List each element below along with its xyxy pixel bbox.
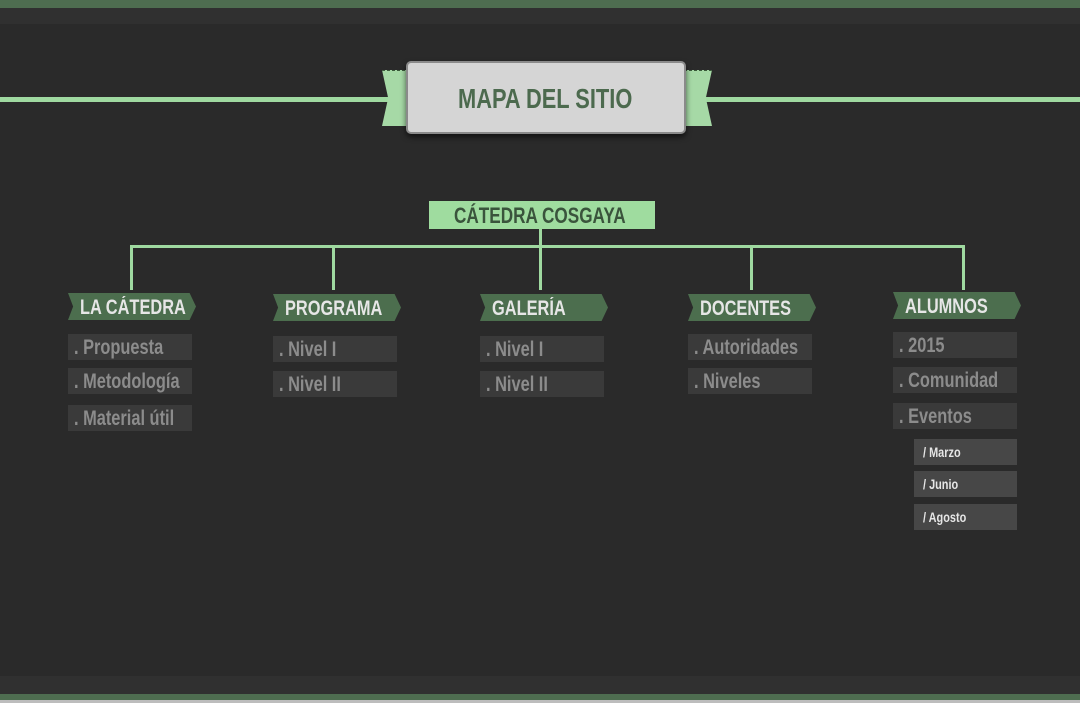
link-metodologia[interactable]: . Metodología — [68, 368, 192, 394]
connector — [130, 245, 965, 248]
link-label: . Comunidad — [899, 369, 999, 392]
link-junio[interactable]: / Junio — [914, 471, 1017, 497]
section-programa[interactable]: PROGRAMA — [273, 294, 401, 321]
link-label: . Autoridades — [694, 336, 799, 359]
link-material-util[interactable]: . Material útil — [68, 405, 192, 431]
connector — [750, 245, 753, 290]
section-la-catedra[interactable]: LA CÁTEDRA — [68, 293, 196, 320]
link-label: . Material útil — [74, 407, 175, 430]
section-label: PROGRAMA — [285, 297, 383, 320]
link-label: . Eventos — [899, 405, 972, 428]
link-label: . Nivel II — [279, 373, 341, 396]
link-galeria-nivel-2[interactable]: . Nivel II — [480, 371, 604, 397]
root-label: CÁTEDRA COSGAYA — [454, 203, 626, 228]
section-label: GALERÍA — [492, 297, 566, 320]
connector — [130, 245, 133, 290]
link-label: . 2015 — [899, 334, 945, 357]
link-agosto[interactable]: / Agosto — [914, 504, 1017, 530]
link-programa-nivel-1[interactable]: . Nivel I — [273, 336, 397, 362]
divider-right — [700, 97, 1080, 102]
link-label: . Metodología — [74, 370, 180, 393]
section-label: DOCENTES — [700, 297, 792, 320]
link-propuesta[interactable]: . Propuesta — [68, 334, 192, 360]
page-title: MAPA DEL SITIO — [406, 61, 686, 134]
link-eventos[interactable]: . Eventos — [893, 403, 1017, 429]
bottom-edge — [0, 700, 1080, 703]
link-autoridades[interactable]: . Autoridades — [688, 334, 812, 360]
link-comunidad[interactable]: . Comunidad — [893, 367, 1017, 393]
link-niveles[interactable]: . Niveles — [688, 368, 812, 394]
page-title-text: MAPA DEL SITIO — [458, 83, 633, 114]
link-label: . Nivel I — [486, 338, 544, 361]
bottom-band — [0, 676, 1080, 694]
link-label: / Marzo — [923, 444, 961, 460]
section-label: LA CÁTEDRA — [80, 296, 186, 319]
divider-left — [0, 97, 390, 102]
root-node[interactable]: CÁTEDRA COSGAYA — [429, 201, 655, 229]
bottom-bar — [0, 694, 1080, 700]
link-galeria-nivel-1[interactable]: . Nivel I — [480, 336, 604, 362]
link-marzo[interactable]: / Marzo — [914, 439, 1017, 465]
link-label: / Junio — [923, 476, 959, 492]
top-band — [0, 8, 1080, 24]
section-docentes[interactable]: DOCENTES — [688, 294, 816, 321]
link-label: . Nivel II — [486, 373, 548, 396]
connector — [332, 245, 335, 290]
section-galeria[interactable]: GALERÍA — [480, 294, 608, 321]
link-label: . Nivel I — [279, 338, 337, 361]
connector — [539, 229, 542, 247]
link-label: / Agosto — [923, 509, 967, 525]
top-bar — [0, 0, 1080, 8]
link-label: . Propuesta — [74, 336, 164, 359]
connector — [962, 245, 965, 290]
link-programa-nivel-2[interactable]: . Nivel II — [273, 371, 397, 397]
section-label: ALUMNOS — [905, 295, 988, 318]
link-2015[interactable]: . 2015 — [893, 332, 1017, 358]
connector — [539, 245, 542, 290]
section-alumnos[interactable]: ALUMNOS — [893, 292, 1021, 319]
link-label: . Niveles — [694, 370, 761, 393]
